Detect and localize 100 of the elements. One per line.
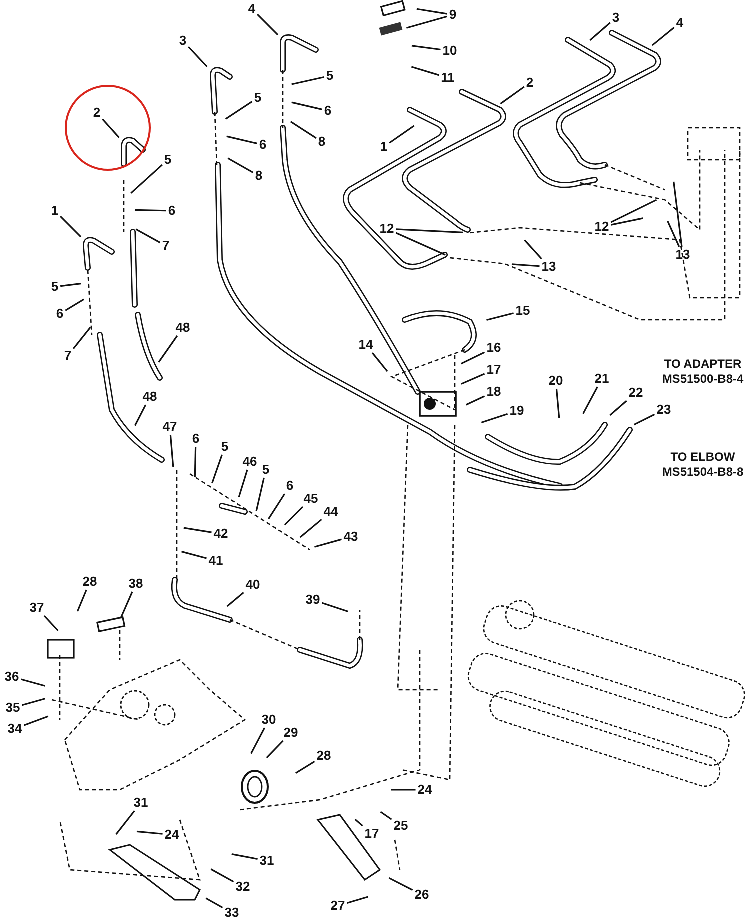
leader-line: [347, 896, 369, 904]
callout-number: 6: [56, 307, 64, 321]
leader-line: [667, 221, 680, 248]
leader-line: [257, 14, 279, 36]
callout-number: 6: [168, 204, 176, 218]
leader-line: [22, 698, 46, 706]
callout-number: 28: [82, 575, 98, 589]
callout-number: 41: [208, 554, 224, 568]
leader-line: [389, 125, 415, 144]
leader-line: [460, 352, 486, 365]
leader-line: [268, 494, 286, 520]
callout-number: 5: [221, 440, 229, 454]
leader-line: [226, 136, 258, 144]
leader-line: [206, 898, 224, 908]
leader-line: [354, 818, 364, 827]
callout-number: 8: [318, 135, 326, 149]
callout-number: 5: [51, 280, 59, 294]
leader-line: [210, 868, 234, 883]
callout-number: 2: [526, 76, 534, 90]
callout-number: 2: [93, 106, 101, 120]
leader-line: [412, 45, 441, 51]
leader-line: [158, 336, 178, 363]
leader-line: [134, 209, 166, 212]
callout-number: 17: [486, 363, 502, 377]
callout-number: 16: [486, 341, 502, 355]
leader-line: [372, 352, 388, 372]
callout-number: 26: [414, 888, 430, 902]
leader-line: [610, 400, 628, 416]
callout-number: 32: [236, 880, 250, 894]
leader-line: [391, 789, 416, 791]
callout-number: 5: [164, 153, 172, 167]
leader-line: [136, 830, 163, 835]
leader-line: [21, 678, 46, 687]
leader-line: [416, 8, 448, 15]
leader-line: [652, 26, 675, 46]
leader-line: [238, 470, 248, 498]
leader-line: [228, 158, 254, 174]
callout-number: 25: [394, 819, 408, 833]
callout-number: 44: [324, 505, 338, 519]
callout-number: 12: [380, 222, 394, 236]
note-text: TO ELBOW MS51504-B8-8: [661, 450, 745, 480]
leader-line: [610, 199, 658, 224]
callout-number: 5: [326, 69, 334, 83]
leader-line: [102, 118, 120, 138]
leader-line: [184, 527, 212, 534]
note-text: TO ADAPTER MS51500-B8-4: [661, 357, 745, 387]
callout-number: 17: [364, 827, 380, 841]
leader-line: [512, 264, 540, 268]
callout-number: 36: [4, 670, 20, 684]
callout-number: 34: [8, 722, 22, 736]
callout-number: 48: [142, 390, 158, 404]
callout-number: 5: [254, 91, 262, 105]
callout-number: 6: [259, 138, 267, 152]
leader-line: [60, 283, 82, 288]
callout-number: 35: [6, 701, 20, 715]
callout-number: 14: [358, 338, 374, 352]
leader-line: [116, 810, 136, 835]
callout-number: 28: [316, 749, 332, 763]
callout-number: 7: [64, 349, 72, 363]
callout-number: 6: [286, 479, 294, 493]
callout-number: 13: [676, 248, 690, 262]
callout-number: 39: [306, 593, 320, 607]
callout-number: 42: [214, 527, 228, 541]
callout-number: 48: [176, 321, 190, 335]
leader-line: [290, 121, 317, 140]
leader-line: [266, 740, 284, 759]
leader-line: [76, 590, 88, 612]
callout-number: 22: [628, 386, 644, 400]
leader-line: [481, 413, 508, 424]
leader-line: [590, 22, 611, 41]
leader-line: [322, 602, 349, 613]
callout-number: 31: [134, 796, 148, 810]
leader-line: [194, 446, 197, 478]
callout-number: 3: [179, 34, 187, 48]
callout-number: 45: [304, 492, 318, 506]
leader-line: [134, 404, 147, 426]
callout-number: 15: [516, 304, 530, 318]
leader-line: [182, 551, 207, 560]
leader-line: [120, 592, 134, 619]
leader-line: [24, 716, 49, 726]
leader-line: [225, 101, 253, 120]
leader-line: [524, 240, 542, 260]
leader-line: [388, 877, 414, 891]
callout-number: 38: [128, 577, 144, 591]
leader-line: [300, 519, 322, 538]
callout-number: 47: [162, 420, 178, 434]
callout-number: 8: [255, 169, 263, 183]
leader-line: [406, 16, 448, 29]
leader-line: [500, 86, 525, 105]
callout-number: 1: [380, 140, 388, 154]
leader-line: [250, 728, 266, 754]
callout-number: 18: [486, 385, 502, 399]
leader-line: [284, 506, 304, 526]
callout-number: 43: [344, 530, 358, 544]
callout-number: 46: [242, 455, 258, 469]
leader-line: [673, 182, 683, 248]
callout-number: 3: [612, 11, 620, 25]
callout-number: 23: [656, 403, 672, 417]
callout-number: 29: [284, 726, 298, 740]
leader-line: [556, 388, 560, 418]
